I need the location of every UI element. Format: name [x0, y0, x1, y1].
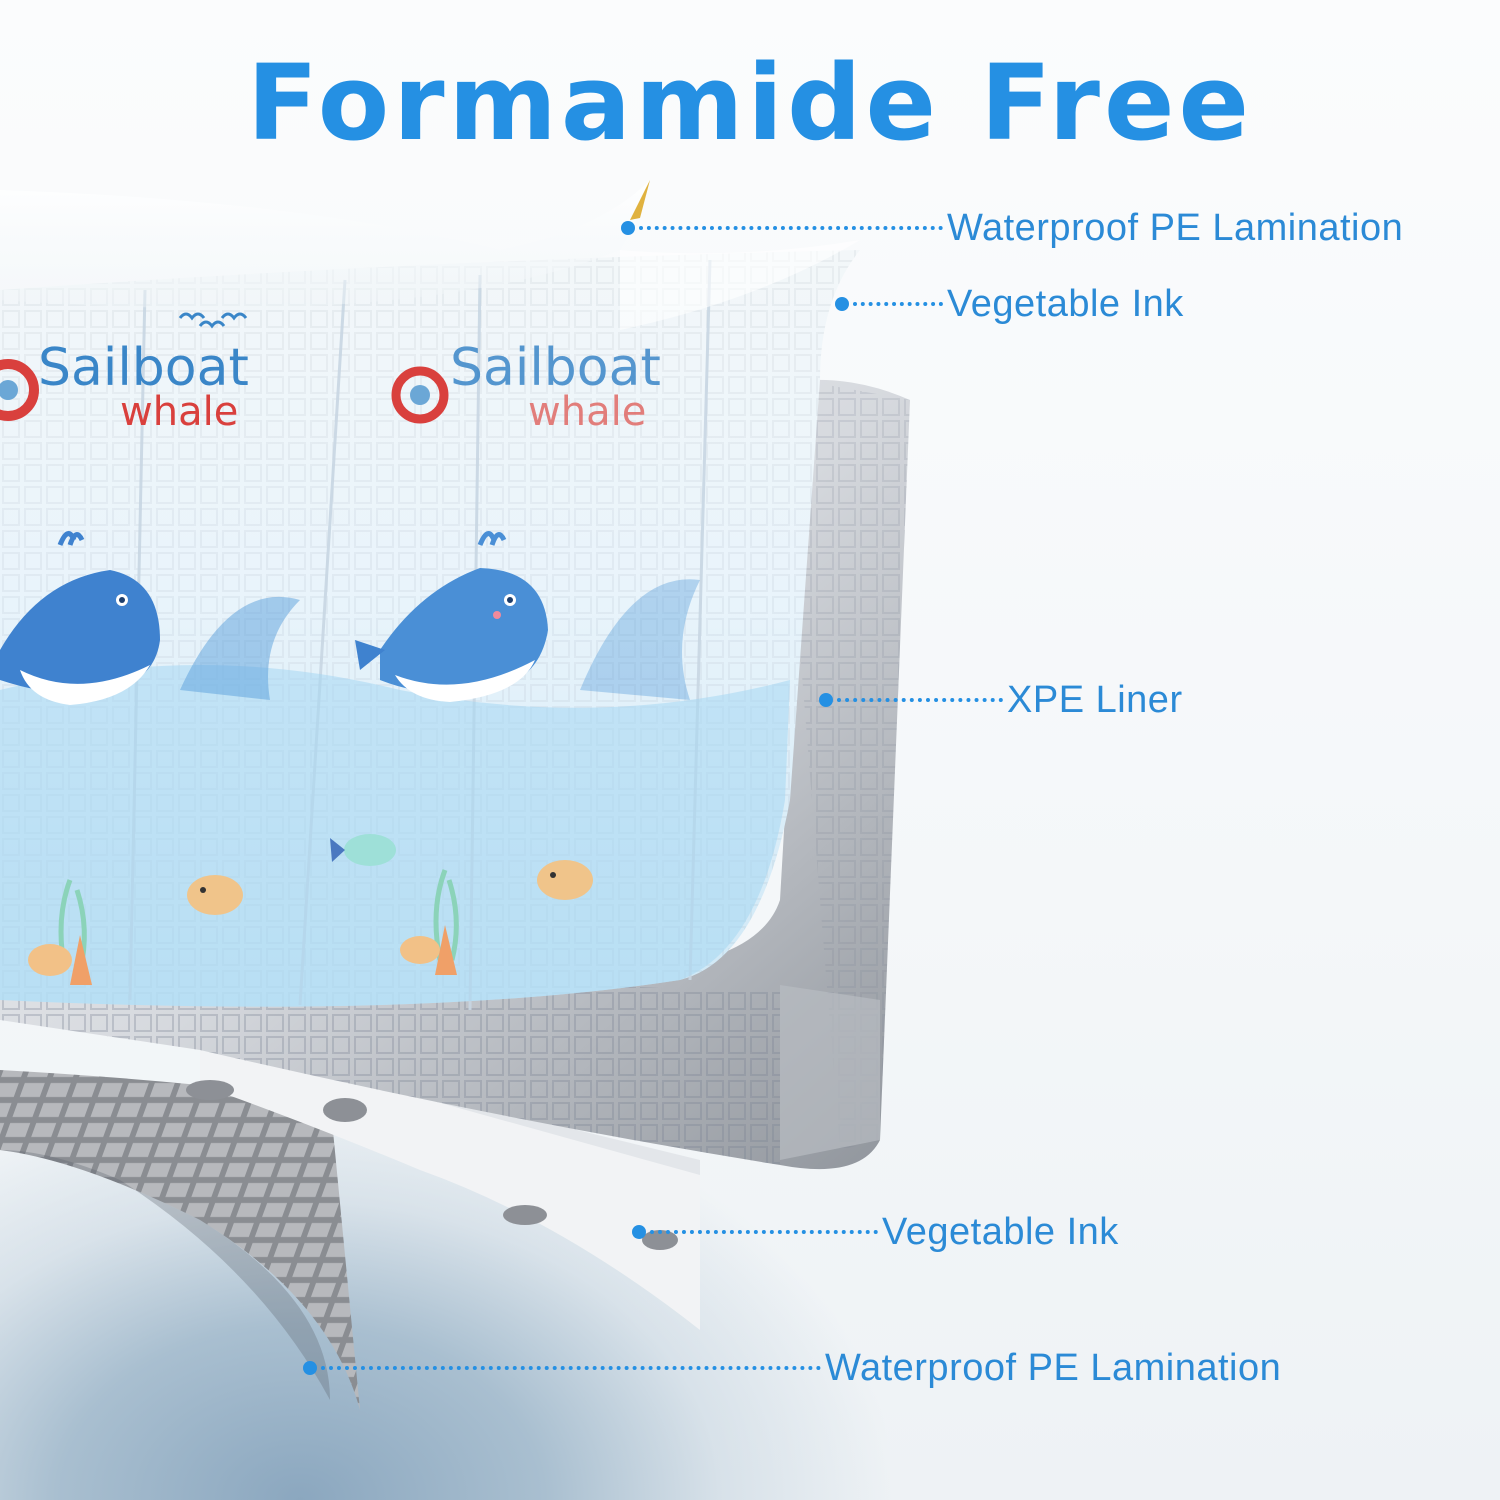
page-title: Formamide Free	[246, 42, 1254, 164]
sailboat-icon	[630, 180, 650, 220]
leader-line	[650, 1230, 878, 1234]
bottom-pe-layer	[0, 1070, 360, 1410]
leader-line	[853, 302, 943, 306]
callout-dot-icon	[632, 1225, 646, 1239]
leader-line	[321, 1366, 821, 1370]
fish-icon	[330, 834, 396, 866]
svg-text:Sailboat: Sailboat	[38, 338, 249, 398]
leader-line	[837, 698, 1003, 702]
callout-label: Vegetable Ink	[882, 1210, 1119, 1253]
ship-wheel-icon	[0, 359, 39, 421]
callout-label: Waterproof PE Lamination	[947, 206, 1404, 249]
callout-top-pe-lamination: Waterproof PE Lamination	[621, 206, 1404, 249]
ship-wheel-icon	[391, 366, 449, 424]
callout-dot-icon	[835, 297, 849, 311]
callout-bottom-vegetable-ink: Vegetable Ink	[632, 1210, 1119, 1253]
callout-label: Waterproof PE Lamination	[825, 1346, 1282, 1389]
callout-dot-icon	[303, 1361, 317, 1375]
callout-xpe-liner: XPE Liner	[819, 678, 1183, 721]
bottom-print-layer	[200, 1050, 700, 1330]
leader-line	[639, 226, 943, 230]
svg-text:whale: whale	[528, 389, 646, 435]
whale-icon	[0, 531, 160, 705]
top-pe-layer	[0, 180, 650, 309]
fish-icon	[186, 1080, 678, 1250]
callout-top-vegetable-ink: Vegetable Ink	[835, 282, 1184, 325]
callout-dot-icon	[621, 221, 635, 235]
callout-bottom-pe-lamination: Waterproof PE Lamination	[303, 1346, 1282, 1389]
shell-icon	[28, 925, 457, 985]
whale-icon	[355, 531, 548, 702]
birds-icon	[178, 312, 248, 329]
fish-icon	[187, 875, 243, 915]
callout-label: XPE Liner	[1007, 678, 1183, 721]
callout-dot-icon	[819, 693, 833, 707]
svg-text:whale: whale	[120, 389, 238, 435]
svg-text:Sailboat: Sailboat	[450, 338, 661, 398]
callout-label: Vegetable Ink	[947, 282, 1184, 325]
fish-icon	[537, 860, 593, 900]
